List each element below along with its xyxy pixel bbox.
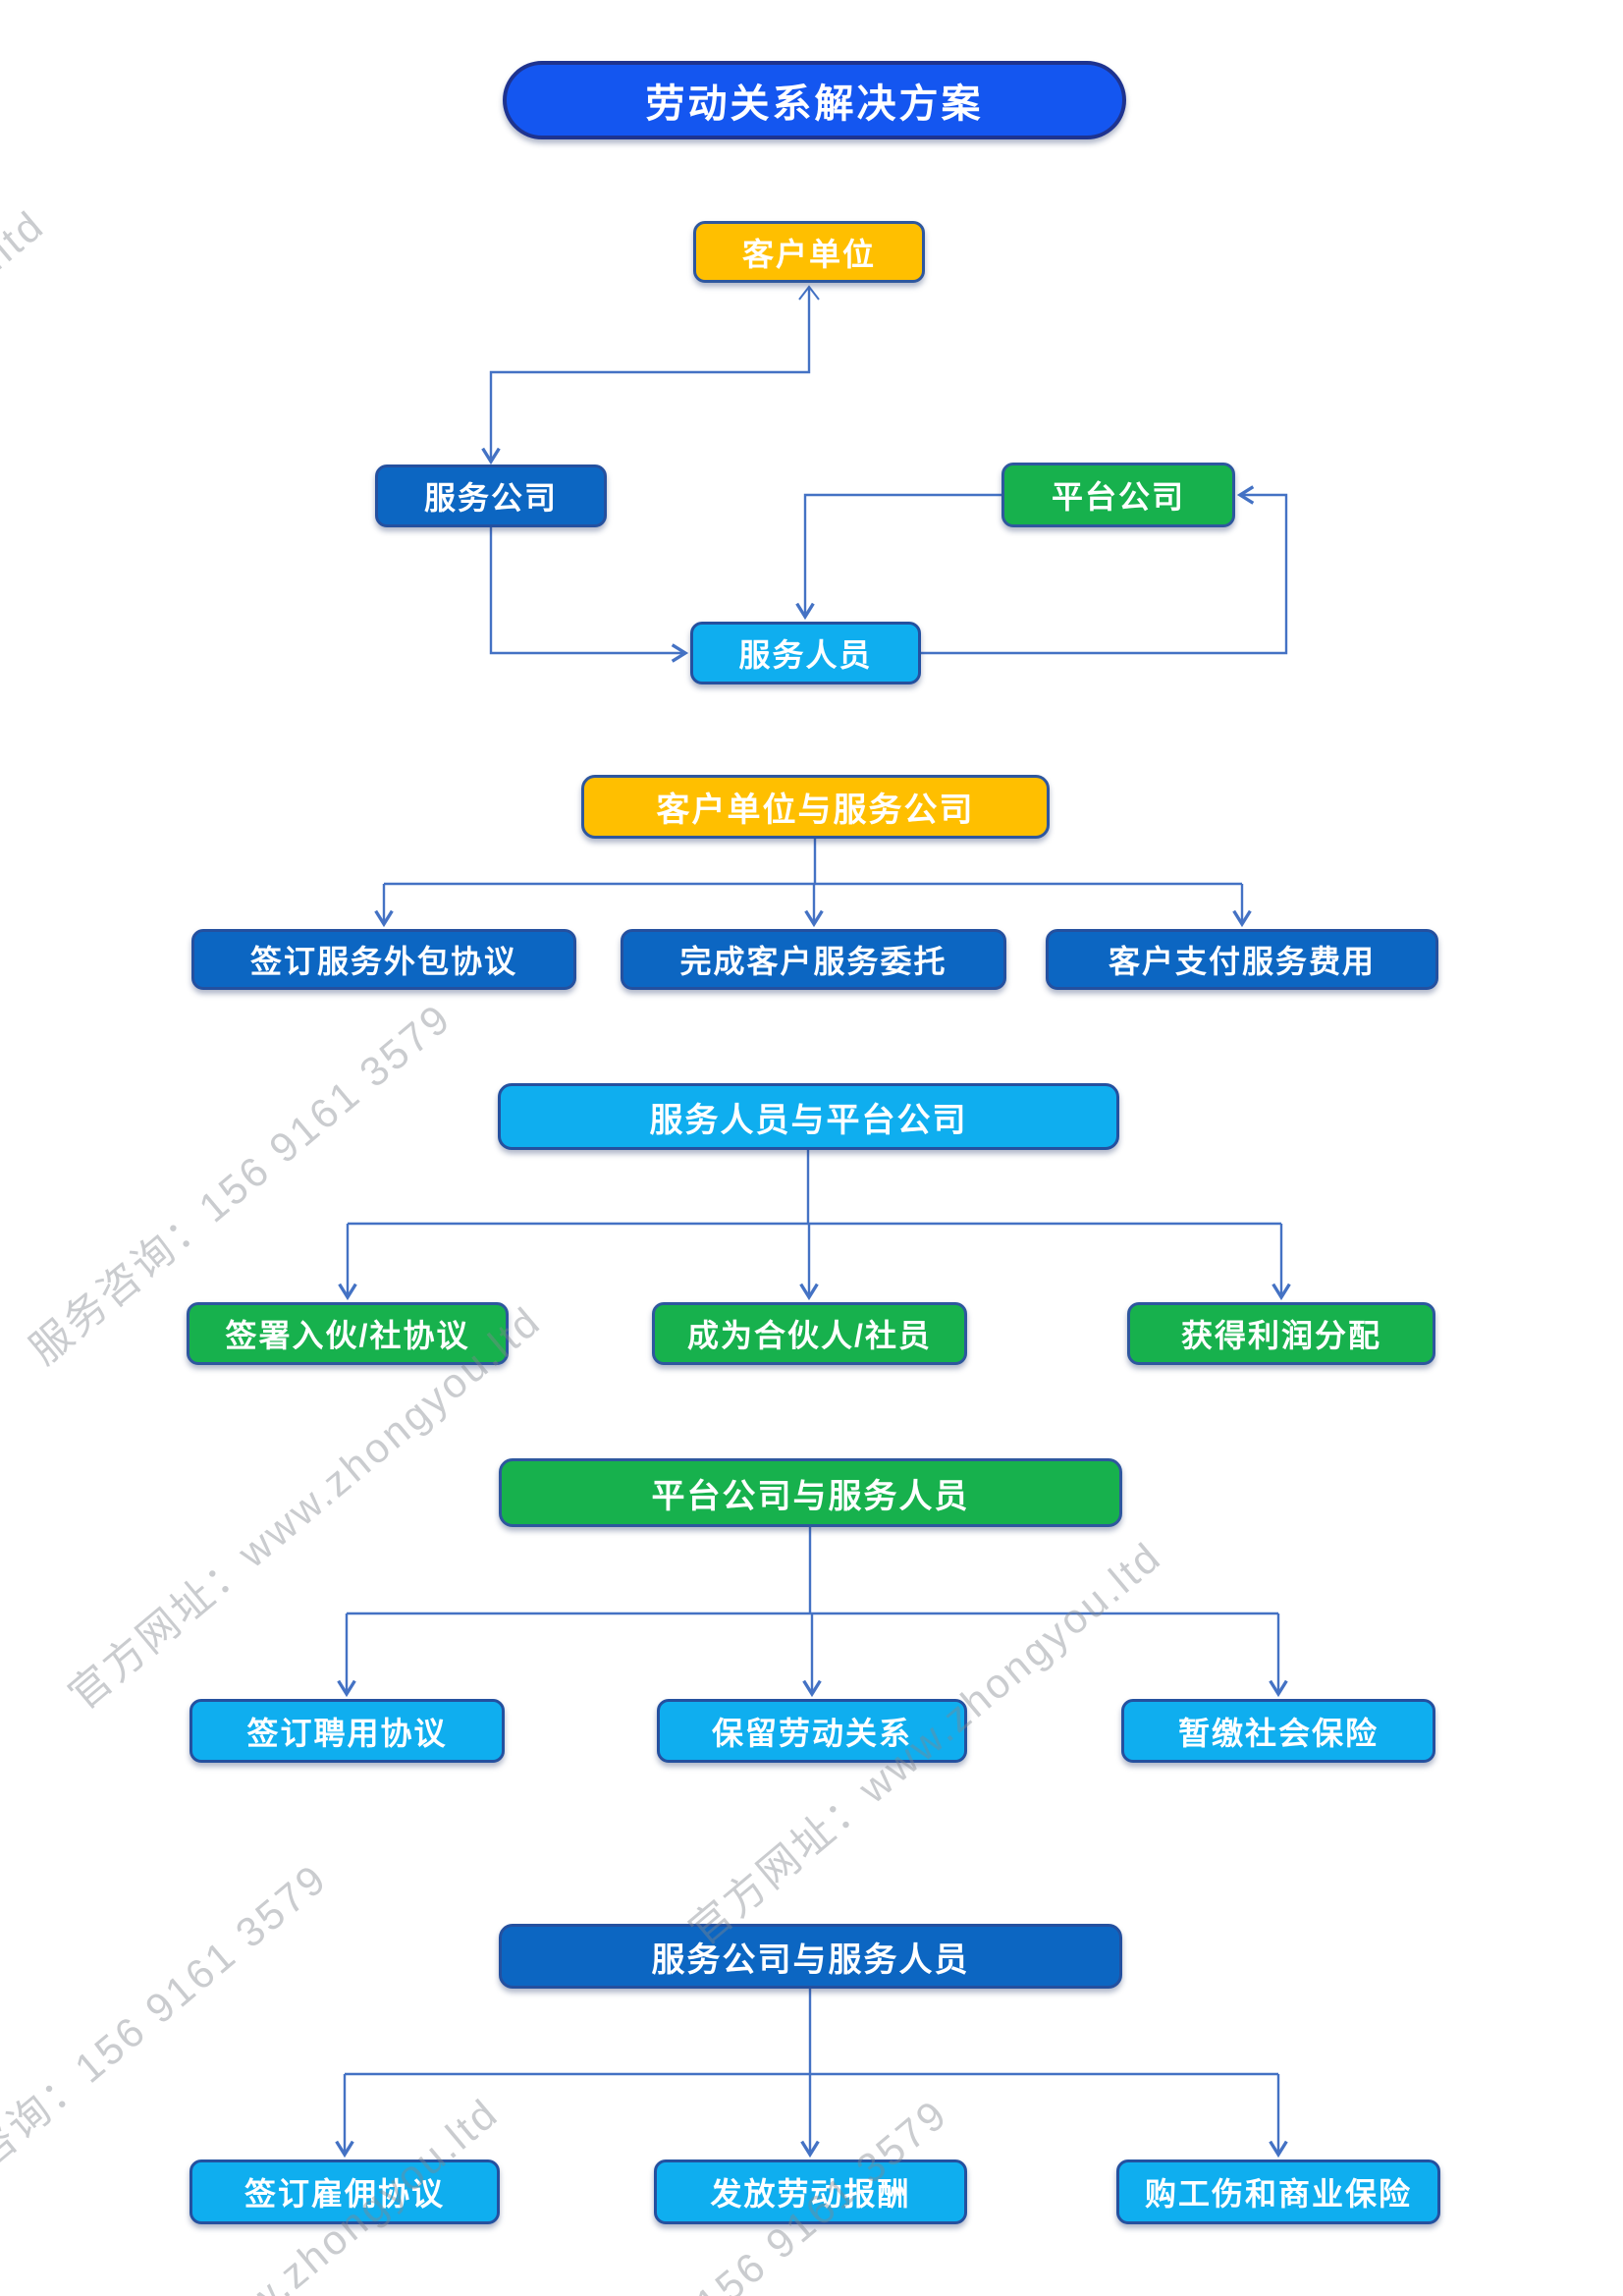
node-keep-labor-relation: 保留劳动关系 [657, 1699, 967, 1763]
node-customer-unit: 客户单位 [693, 221, 925, 283]
node-customer-pays-service-fees: 客户支付服务费用 [1046, 929, 1438, 990]
node-service-personnel: 服务人员 [690, 622, 921, 684]
page-title: 劳动关系解决方案 [503, 61, 1126, 139]
banner-platform-company-and-service-personnel: 平台公司与服务人员 [499, 1458, 1122, 1527]
node-withhold-social-insurance: 暂缴社会保险 [1121, 1699, 1435, 1763]
node-sign-service-outsourcing-agreement: 签订服务外包协议 [191, 929, 576, 990]
node-complete-customer-service-commission: 完成客户服务委托 [621, 929, 1006, 990]
banner-customer-unit-and-service-company: 客户单位与服务公司 [581, 775, 1050, 839]
node-sign-partnership-agreement: 签署入伙/社协议 [187, 1302, 509, 1365]
banner-service-personnel-and-platform-company: 服务人员与平台公司 [498, 1083, 1119, 1150]
banner-service-company-and-service-personnel: 服务公司与服务人员 [499, 1924, 1122, 1989]
node-sign-hiring-agreement: 签订聘用协议 [189, 1699, 505, 1763]
node-receive-profit-distribution: 获得利润分配 [1127, 1302, 1435, 1365]
node-become-partner-member: 成为合伙人/社员 [652, 1302, 967, 1365]
node-buy-injury-and-commercial-insurance: 购工伤和商业保险 [1116, 2159, 1440, 2224]
node-service-company: 服务公司 [375, 465, 607, 527]
node-platform-company: 平台公司 [1001, 463, 1235, 527]
node-pay-labor-remuneration: 发放劳动报酬 [654, 2159, 967, 2224]
node-sign-employment-agreement: 签订雇佣协议 [189, 2159, 500, 2224]
